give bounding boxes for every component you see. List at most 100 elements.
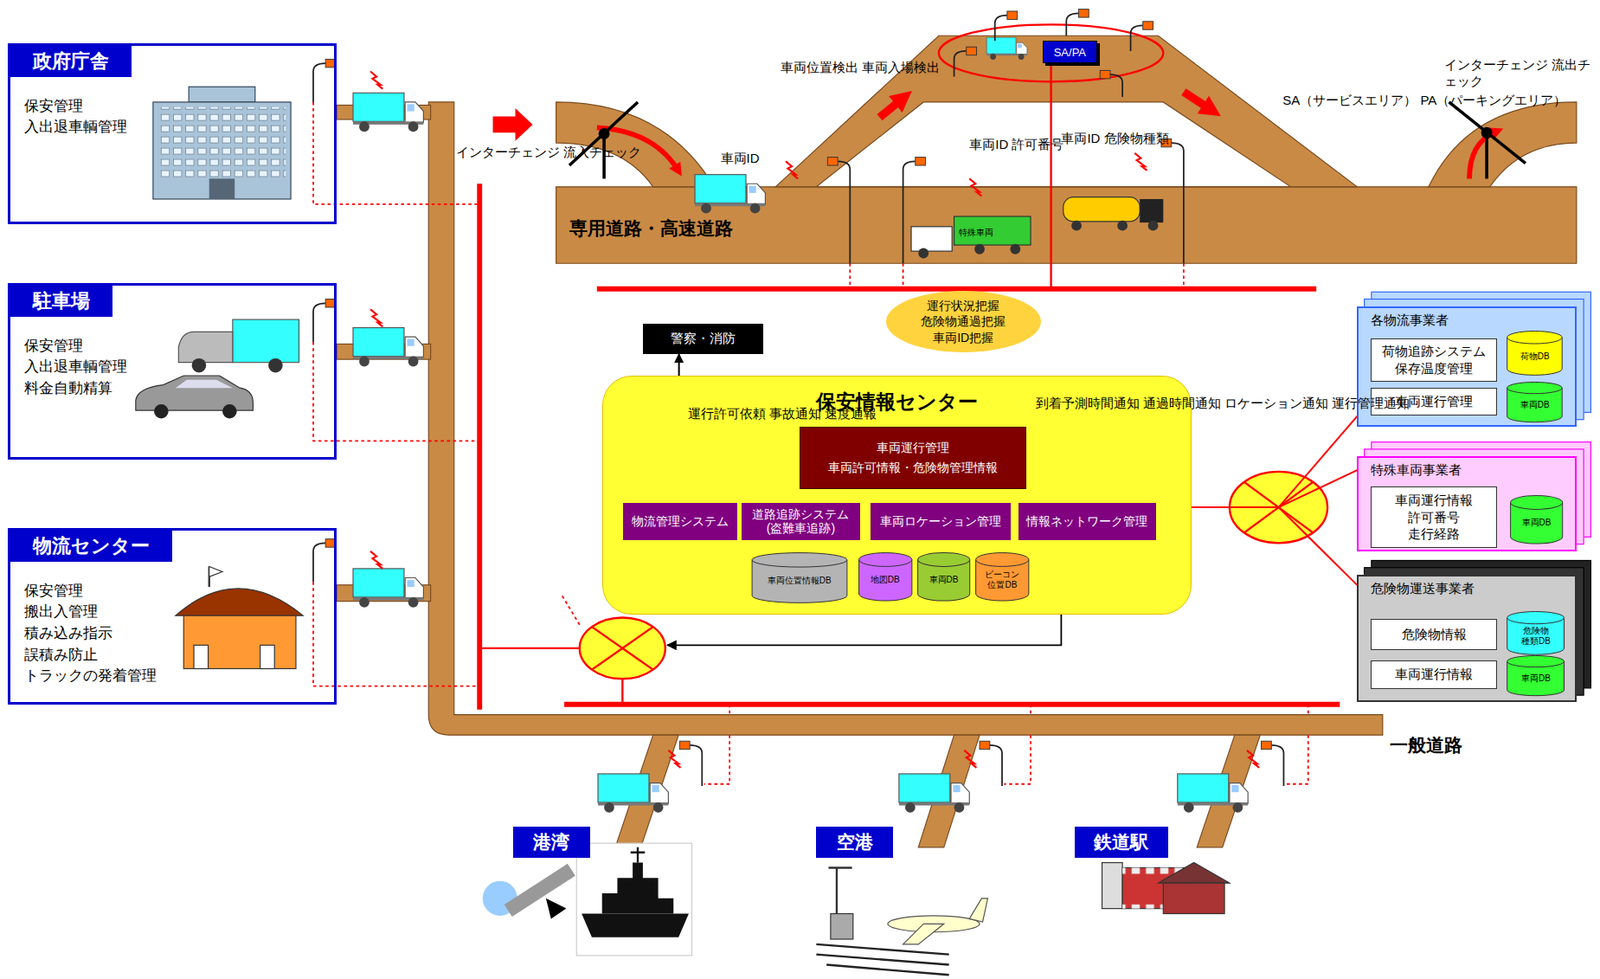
text-line: 荷物追跡システム — [1381, 342, 1486, 360]
area-tag: SA/PA — [1042, 40, 1097, 64]
special-vehicle — [911, 226, 952, 251]
annotation-label: SA（サービスエリア） PA（パーキングエリア） — [1282, 91, 1567, 110]
text-line: 保安管理 — [24, 580, 335, 603]
truck — [597, 773, 669, 813]
text-line: 保安管理 — [24, 335, 335, 358]
text-line: インターチェンジ — [456, 144, 564, 160]
flow-arrow — [1183, 91, 1211, 110]
sa-area-ring — [938, 24, 1164, 82]
text-line: 到着予測時間通知 — [1035, 395, 1144, 411]
antenna — [1110, 74, 1123, 97]
node-text: 物流センター — [10, 530, 173, 562]
node-text: 空港 — [836, 829, 874, 855]
cylinder-top — [1510, 494, 1562, 509]
text-line: 車両運行情報 — [1394, 665, 1473, 683]
text-line: 道路追跡システム — [751, 507, 849, 522]
node-text: 特殊車両事業者 — [1358, 457, 1575, 479]
connector — [1191, 507, 1357, 585]
tanker — [1139, 199, 1164, 223]
text-line: 車両位置情報DB — [767, 575, 832, 586]
antenna — [313, 302, 326, 342]
antenna — [837, 160, 850, 264]
parked-vehicles — [222, 404, 238, 419]
text-line: 各物流事業者 — [1370, 312, 1575, 329]
operator-box: 危険物運送事業者危険物情報危険物 種類DB車両運行情報車両DB — [1356, 574, 1577, 702]
operator-box: 特殊車両事業者車両運行情報 許可番号 走行経路車両DB — [1356, 456, 1577, 552]
system-box: 物流管理システム — [623, 502, 738, 540]
place-tag: 港湾 — [513, 826, 590, 857]
antenna — [1066, 12, 1079, 36]
parked-vehicles — [135, 319, 300, 418]
antenna — [1271, 745, 1284, 786]
airport — [830, 913, 854, 939]
text-line: SA（サービスエリア） — [1282, 92, 1421, 108]
text-line: 車両運行管理 — [876, 437, 950, 457]
special-vehicle — [1009, 244, 1021, 255]
truck — [1177, 773, 1248, 813]
node-text: 鉄道駅 — [1093, 829, 1149, 855]
node-text: 車両運行情報 — [1394, 665, 1473, 683]
building — [153, 102, 291, 200]
train-station — [1102, 862, 1230, 914]
text-line: 情報ネットワーク管理 — [1026, 514, 1148, 529]
tanker — [1071, 220, 1082, 232]
radio-signal — [969, 178, 982, 196]
text-line: 事故通知 — [769, 405, 825, 421]
building — [188, 86, 256, 103]
antenna — [1143, 21, 1154, 30]
node-text: 車両許可情報・危険物管理情報 — [828, 457, 998, 477]
text-line: 一般道路 — [1389, 734, 1463, 755]
text-line: 危険物運送事業者 — [1370, 580, 1575, 598]
text-line: 危険物通過把握 — [920, 313, 1006, 329]
annotation-label: 一般道路 — [1389, 732, 1463, 757]
text-line: 走行経路 — [1394, 525, 1473, 543]
parked-vehicles — [135, 375, 254, 411]
radio-signal — [963, 750, 977, 768]
gate — [569, 102, 1526, 179]
text-line: 駐車場 — [32, 288, 90, 315]
node-text: 車両DB — [1520, 399, 1550, 411]
road — [556, 102, 715, 187]
building — [153, 86, 291, 200]
text-line: 許可番号 — [1011, 136, 1064, 152]
node-text: 車両位置情報DB — [767, 575, 832, 586]
database-cylinder: 車両DB — [1506, 381, 1563, 423]
radio-signal — [370, 71, 383, 90]
annotation-label: インターチェンジ 流入チェック — [456, 143, 642, 161]
parked-vehicles — [268, 358, 283, 373]
place-tag: 鉄道駅 — [1074, 826, 1169, 857]
function-box: 車両運行情報 — [1370, 660, 1497, 689]
node-text: 道路追跡システム (盗難車追跡) — [751, 507, 849, 537]
gate — [1481, 127, 1492, 138]
annotation-label: 特殊車両 — [958, 226, 994, 238]
text-line: 特殊車両 — [958, 227, 994, 238]
antenna — [1171, 142, 1184, 264]
management-box: 車両運行管理車両許可情報・危険物管理情報 — [799, 426, 1027, 489]
function-box: 危険物情報 — [1370, 618, 1497, 649]
text-line: ビーコン — [984, 569, 1020, 580]
cylinder-top — [751, 552, 848, 567]
parked-vehicles — [175, 379, 233, 388]
port — [507, 869, 572, 911]
tanker — [1117, 220, 1128, 232]
text-line: トラックの発着管理 — [24, 665, 335, 688]
node-text: 保安管理 搬出入管理 積み込み指示 誤積み防止 トラックの発着管理 — [24, 580, 335, 688]
antenna — [689, 745, 702, 786]
text-line: 危険物情報 — [1401, 625, 1467, 643]
antenna — [313, 542, 326, 582]
airport — [969, 898, 988, 922]
antenna — [827, 157, 838, 166]
text-line: 政府庁舎 — [32, 48, 110, 75]
edge-label: 運行許可依頼 事故通知 速度通報 — [687, 404, 877, 423]
text-line: 地図DB — [870, 574, 900, 585]
text-line: PA（パーキングエリア） — [1420, 92, 1567, 108]
text-line: 許可番号 — [1394, 508, 1473, 527]
database-cylinder: 車両位置情報DB — [751, 552, 849, 604]
flow-arrow — [493, 108, 534, 142]
node-text: 港湾 — [533, 829, 570, 855]
text-line: 速度通報 — [824, 405, 877, 421]
truck — [353, 37, 1248, 813]
text-line: 車両DB — [929, 574, 959, 585]
text-line: 危険物 — [1521, 625, 1551, 637]
text-line: 物流管理システム — [631, 514, 729, 529]
